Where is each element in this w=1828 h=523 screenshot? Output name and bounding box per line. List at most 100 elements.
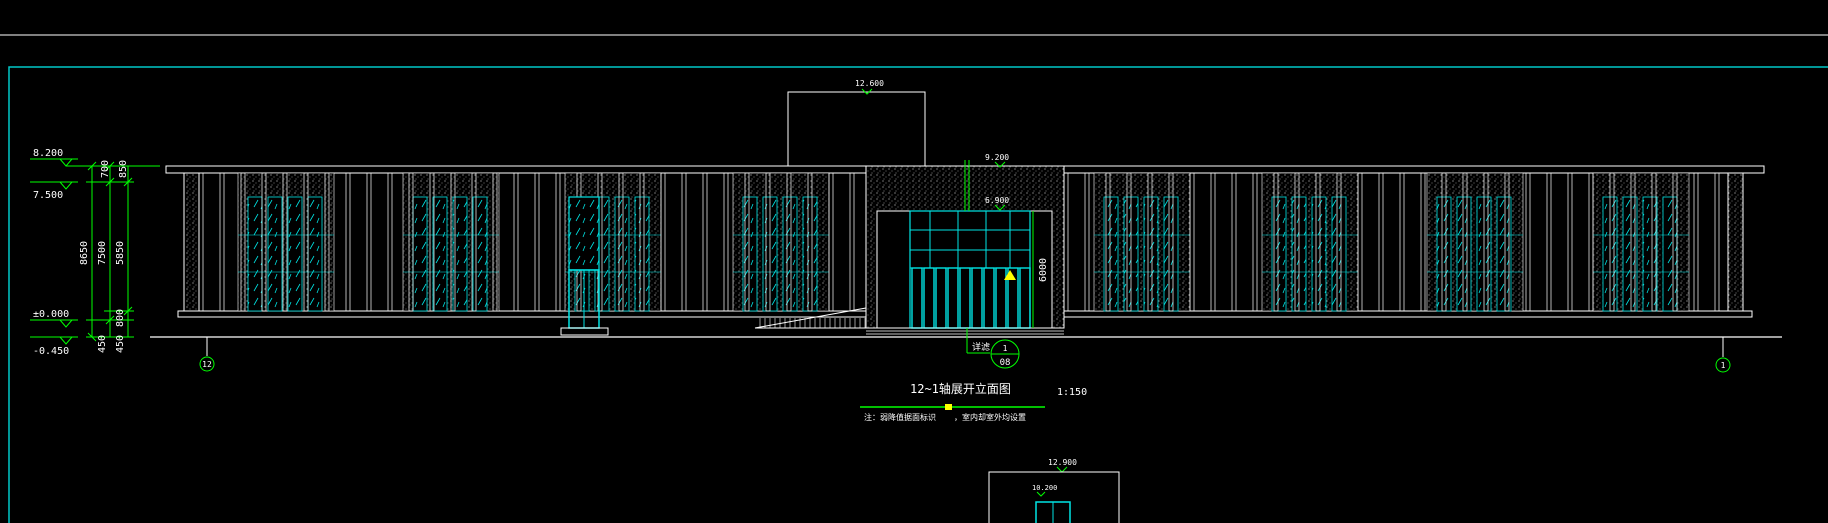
axis-left-bubble xyxy=(199,356,215,372)
column-post-27 xyxy=(765,172,771,312)
column-post-31 xyxy=(849,172,855,312)
level-top-label: 12.600 xyxy=(855,79,884,88)
column-post-0 xyxy=(198,172,204,312)
dim-450-a: 450 xyxy=(97,335,108,353)
side-door-step xyxy=(560,327,609,336)
column-post-61 xyxy=(1672,172,1678,312)
axis-left-label: 12 xyxy=(202,360,212,369)
glass-strip-left-3-2 xyxy=(782,196,798,312)
level-top-marker xyxy=(861,88,873,95)
column-post-6 xyxy=(324,172,330,312)
glass-strip-left-1-0 xyxy=(412,196,428,312)
detail-callout: 详滤 1 08 xyxy=(966,328,1020,369)
column-post-50 xyxy=(1441,172,1447,312)
column-post-28 xyxy=(786,172,792,312)
column-post-53 xyxy=(1504,172,1510,312)
column-post-30 xyxy=(828,172,834,312)
column-post-60 xyxy=(1651,172,1657,312)
callout-label: 详滤 xyxy=(972,341,990,353)
glass-strip-right-2-0 xyxy=(1436,196,1452,312)
callout-number: 1 xyxy=(1003,344,1008,353)
stair-tower xyxy=(787,91,926,167)
glass-strip-left-0-1 xyxy=(267,196,283,312)
column-post-52 xyxy=(1483,172,1489,312)
lower-level-mid-label: 10.200 xyxy=(1032,484,1057,492)
column-post-13 xyxy=(471,172,477,312)
column-post-39 xyxy=(1210,172,1216,312)
roof-slab-right xyxy=(1063,165,1765,174)
column-post-47 xyxy=(1378,172,1384,312)
glass-strip-left-0-2 xyxy=(287,196,303,312)
axis-right-label: 1 xyxy=(1721,361,1726,370)
column-post-17 xyxy=(555,172,561,312)
glass-strip-left-1-1 xyxy=(432,196,448,312)
level-door-marker xyxy=(994,204,1006,211)
side-glass-panel xyxy=(568,196,600,271)
column-post-49 xyxy=(1420,172,1426,312)
column-post-11 xyxy=(429,172,435,312)
glass-strip-left-1-2 xyxy=(452,196,468,312)
glass-strip-left-3-3 xyxy=(802,196,818,312)
level-mid-label: 9.200 xyxy=(985,153,1009,162)
glass-strip-left-2-3 xyxy=(634,196,650,312)
column-post-46 xyxy=(1357,172,1363,312)
axis-right-bubble xyxy=(1715,357,1731,373)
drawing-scale: 1:150 xyxy=(1057,387,1087,398)
lower-level-top-label: 12.900 xyxy=(1048,458,1077,467)
column-post-26 xyxy=(744,172,750,312)
dimension-chains xyxy=(86,161,160,342)
column-post-9 xyxy=(387,172,393,312)
column-post-7 xyxy=(345,172,351,312)
glass-strip-right-3-1 xyxy=(1622,196,1638,312)
end-wall-left xyxy=(183,172,200,312)
entrance-opening xyxy=(876,210,1053,329)
column-post-54 xyxy=(1525,172,1531,312)
column-post-57 xyxy=(1588,172,1594,312)
column-post-5 xyxy=(303,172,309,312)
level-mid-marker xyxy=(994,161,1006,168)
base-slab-left xyxy=(177,310,867,318)
glass-strip-right-0-3 xyxy=(1163,196,1179,312)
column-post-34 xyxy=(1105,172,1111,312)
column-post-35 xyxy=(1126,172,1132,312)
column-post-59 xyxy=(1630,172,1636,312)
column-post-4 xyxy=(282,172,288,312)
column-post-33 xyxy=(1084,172,1090,312)
level-0000-label: ±0.000 xyxy=(33,309,69,320)
level-7500-label: 7.500 xyxy=(33,190,63,201)
column-post-10 xyxy=(408,172,414,312)
column-post-45 xyxy=(1336,172,1342,312)
glass-strip-right-2-3 xyxy=(1496,196,1512,312)
glass-strip-left-1-3 xyxy=(472,196,488,312)
glass-strip-left-2-2 xyxy=(614,196,630,312)
glass-strip-right-0-0 xyxy=(1103,196,1119,312)
column-post-51 xyxy=(1462,172,1468,312)
drawing-note-tail: ，室内却室外均设置 xyxy=(954,412,1026,422)
column-post-32 xyxy=(1063,172,1069,312)
column-post-15 xyxy=(513,172,519,312)
dim-7500: 7500 xyxy=(97,241,108,265)
column-post-23 xyxy=(681,172,687,312)
column-post-55 xyxy=(1546,172,1552,312)
drawing-frame xyxy=(8,66,1828,523)
dim-800: 800 xyxy=(115,309,126,327)
glass-strip-left-3-0 xyxy=(742,196,758,312)
column-post-12 xyxy=(450,172,456,312)
level-0000-marker: ±0.000 xyxy=(30,309,78,328)
column-post-24 xyxy=(702,172,708,312)
column-post-56 xyxy=(1567,172,1573,312)
column-post-29 xyxy=(807,172,813,312)
dim-700: 700 xyxy=(100,160,111,178)
column-post-20 xyxy=(618,172,624,312)
column-post-8 xyxy=(366,172,372,312)
column-post-21 xyxy=(639,172,645,312)
column-post-58 xyxy=(1609,172,1615,312)
glass-strip-right-1-0 xyxy=(1271,196,1287,312)
dim-5850: 5850 xyxy=(115,241,126,265)
glass-strip-right-3-3 xyxy=(1662,196,1678,312)
glass-strip-right-1-3 xyxy=(1331,196,1347,312)
column-post-41 xyxy=(1252,172,1258,312)
column-post-48 xyxy=(1399,172,1405,312)
note-marker xyxy=(945,404,952,410)
column-post-44 xyxy=(1315,172,1321,312)
